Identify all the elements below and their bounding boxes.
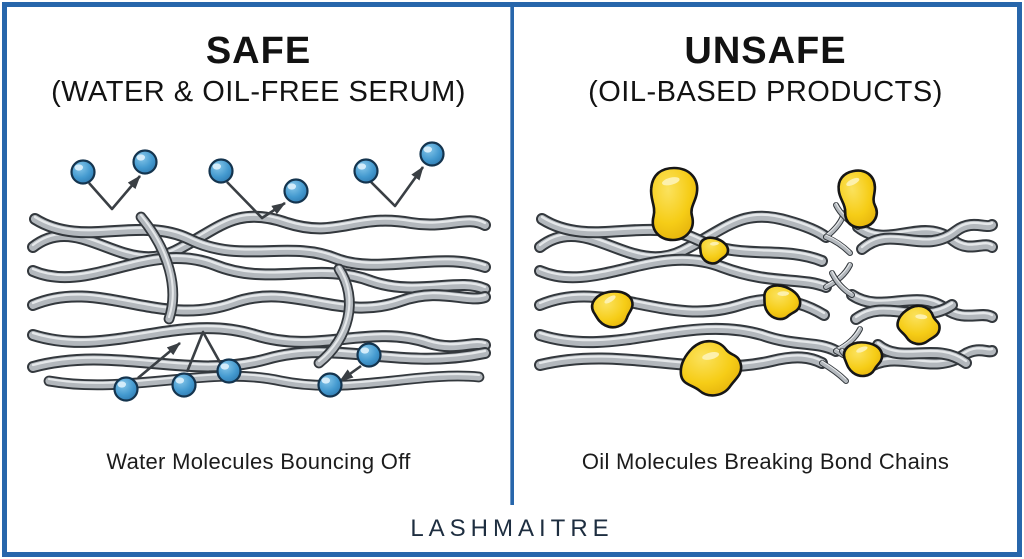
oil-molecule — [836, 169, 878, 229]
water-molecule — [282, 178, 309, 204]
panel-unsafe: UNSAFE (OIL-BASED PRODUCTS) Oil Molecule… — [514, 7, 1017, 505]
water-molecule — [131, 149, 158, 175]
water-molecule — [215, 358, 242, 384]
safe-caption: Water Molecules Bouncing Off — [106, 448, 411, 474]
oil-molecule — [649, 166, 698, 242]
bounce-arrows — [87, 165, 424, 382]
oil-molecule — [762, 283, 802, 321]
safe-illustration — [26, 141, 491, 402]
comparison-panels: SAFE (WATER & OIL-FREE SERUM) Water Mole… — [7, 7, 1017, 505]
unsafe-subtitle: (OIL-BASED PRODUCTS) — [588, 75, 943, 108]
oil-molecule — [842, 340, 883, 378]
oil-molecule — [590, 290, 634, 329]
oil-molecules — [590, 166, 941, 397]
oil-molecule — [698, 236, 729, 265]
unsafe-illustration — [533, 166, 998, 397]
lash-bond-strands — [26, 210, 491, 391]
panel-divider — [510, 7, 514, 505]
water-molecule — [316, 372, 343, 398]
water-molecule — [418, 141, 445, 167]
unsafe-title: UNSAFE — [684, 30, 847, 72]
oil-molecule — [679, 339, 742, 397]
oil-molecule — [895, 304, 941, 346]
unsafe-caption: Oil Molecules Breaking Bond Chains — [581, 448, 950, 474]
safe-title: SAFE — [205, 30, 312, 72]
panel-safe: SAFE (WATER & OIL-FREE SERUM) Water Mole… — [7, 7, 510, 505]
water-molecule — [352, 158, 379, 184]
water-molecule — [207, 158, 234, 184]
water-molecule — [69, 159, 96, 185]
water-molecule — [170, 372, 197, 398]
water-molecule — [355, 342, 382, 368]
water-molecule — [112, 376, 139, 402]
safe-subtitle: (WATER & OIL-FREE SERUM) — [51, 75, 466, 108]
water-molecules — [69, 141, 445, 402]
brand-wordmark: LASHMAITRE — [410, 515, 614, 542]
